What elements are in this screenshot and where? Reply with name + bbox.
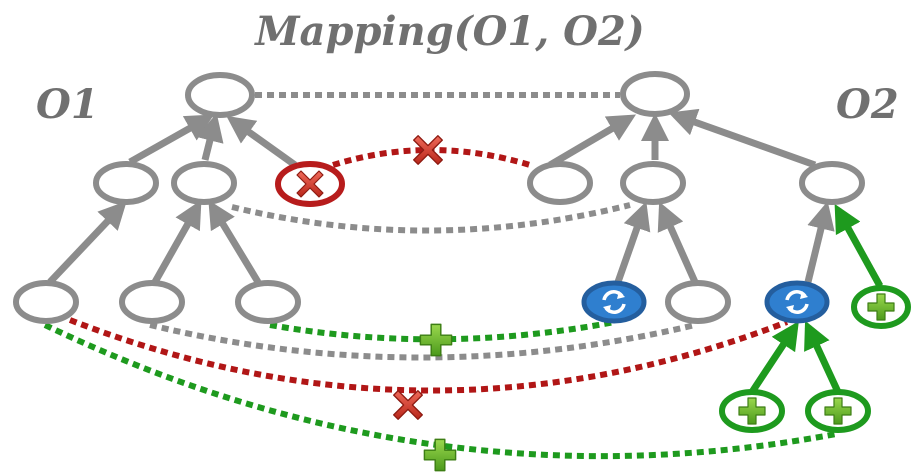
refresh-icon: [602, 290, 626, 314]
diagram-title: Mapping(O1, O2): [253, 8, 644, 55]
o1-leaf-node: [119, 280, 185, 324]
o2-edge: [668, 108, 817, 169]
o2-root-node: [620, 71, 690, 117]
o1-node: [93, 161, 159, 205]
o1-root-node: [185, 72, 255, 118]
o1-edge: [128, 114, 215, 166]
middle-mapping-line: [231, 202, 631, 234]
o1-leaf-node: [13, 280, 79, 324]
o2-node: [620, 161, 686, 205]
o2-leaf-node: [665, 280, 731, 324]
deleted-mapping-line-2: [68, 317, 789, 394]
o2-edge: [614, 201, 651, 284]
o1-node: [171, 161, 237, 205]
o1-edge: [208, 200, 261, 284]
o2-updated-node: [581, 280, 647, 324]
o1-edge: [47, 200, 127, 285]
o2-node: [799, 161, 865, 205]
o2-added-edge: [749, 321, 799, 394]
red-x-icon: [393, 390, 423, 420]
o2-label: O2: [836, 81, 899, 128]
leaf-mapping-line: [149, 322, 696, 361]
o1-label: O1: [36, 81, 99, 128]
o2-edge: [804, 201, 835, 283]
o2-edge: [548, 114, 637, 169]
o2-node: [527, 161, 593, 205]
o2-added-edge: [834, 203, 884, 288]
o1-edge: [226, 115, 298, 168]
o2-edge: [657, 201, 699, 284]
o1-edge: [196, 113, 224, 161]
o2-updated-node: [764, 280, 830, 324]
green-plus-icon: [419, 323, 453, 357]
o1-leaf-node: [235, 280, 301, 324]
refresh-icon: [785, 290, 809, 314]
o1-edge: [151, 199, 202, 284]
o2-added-edge: [804, 320, 842, 394]
